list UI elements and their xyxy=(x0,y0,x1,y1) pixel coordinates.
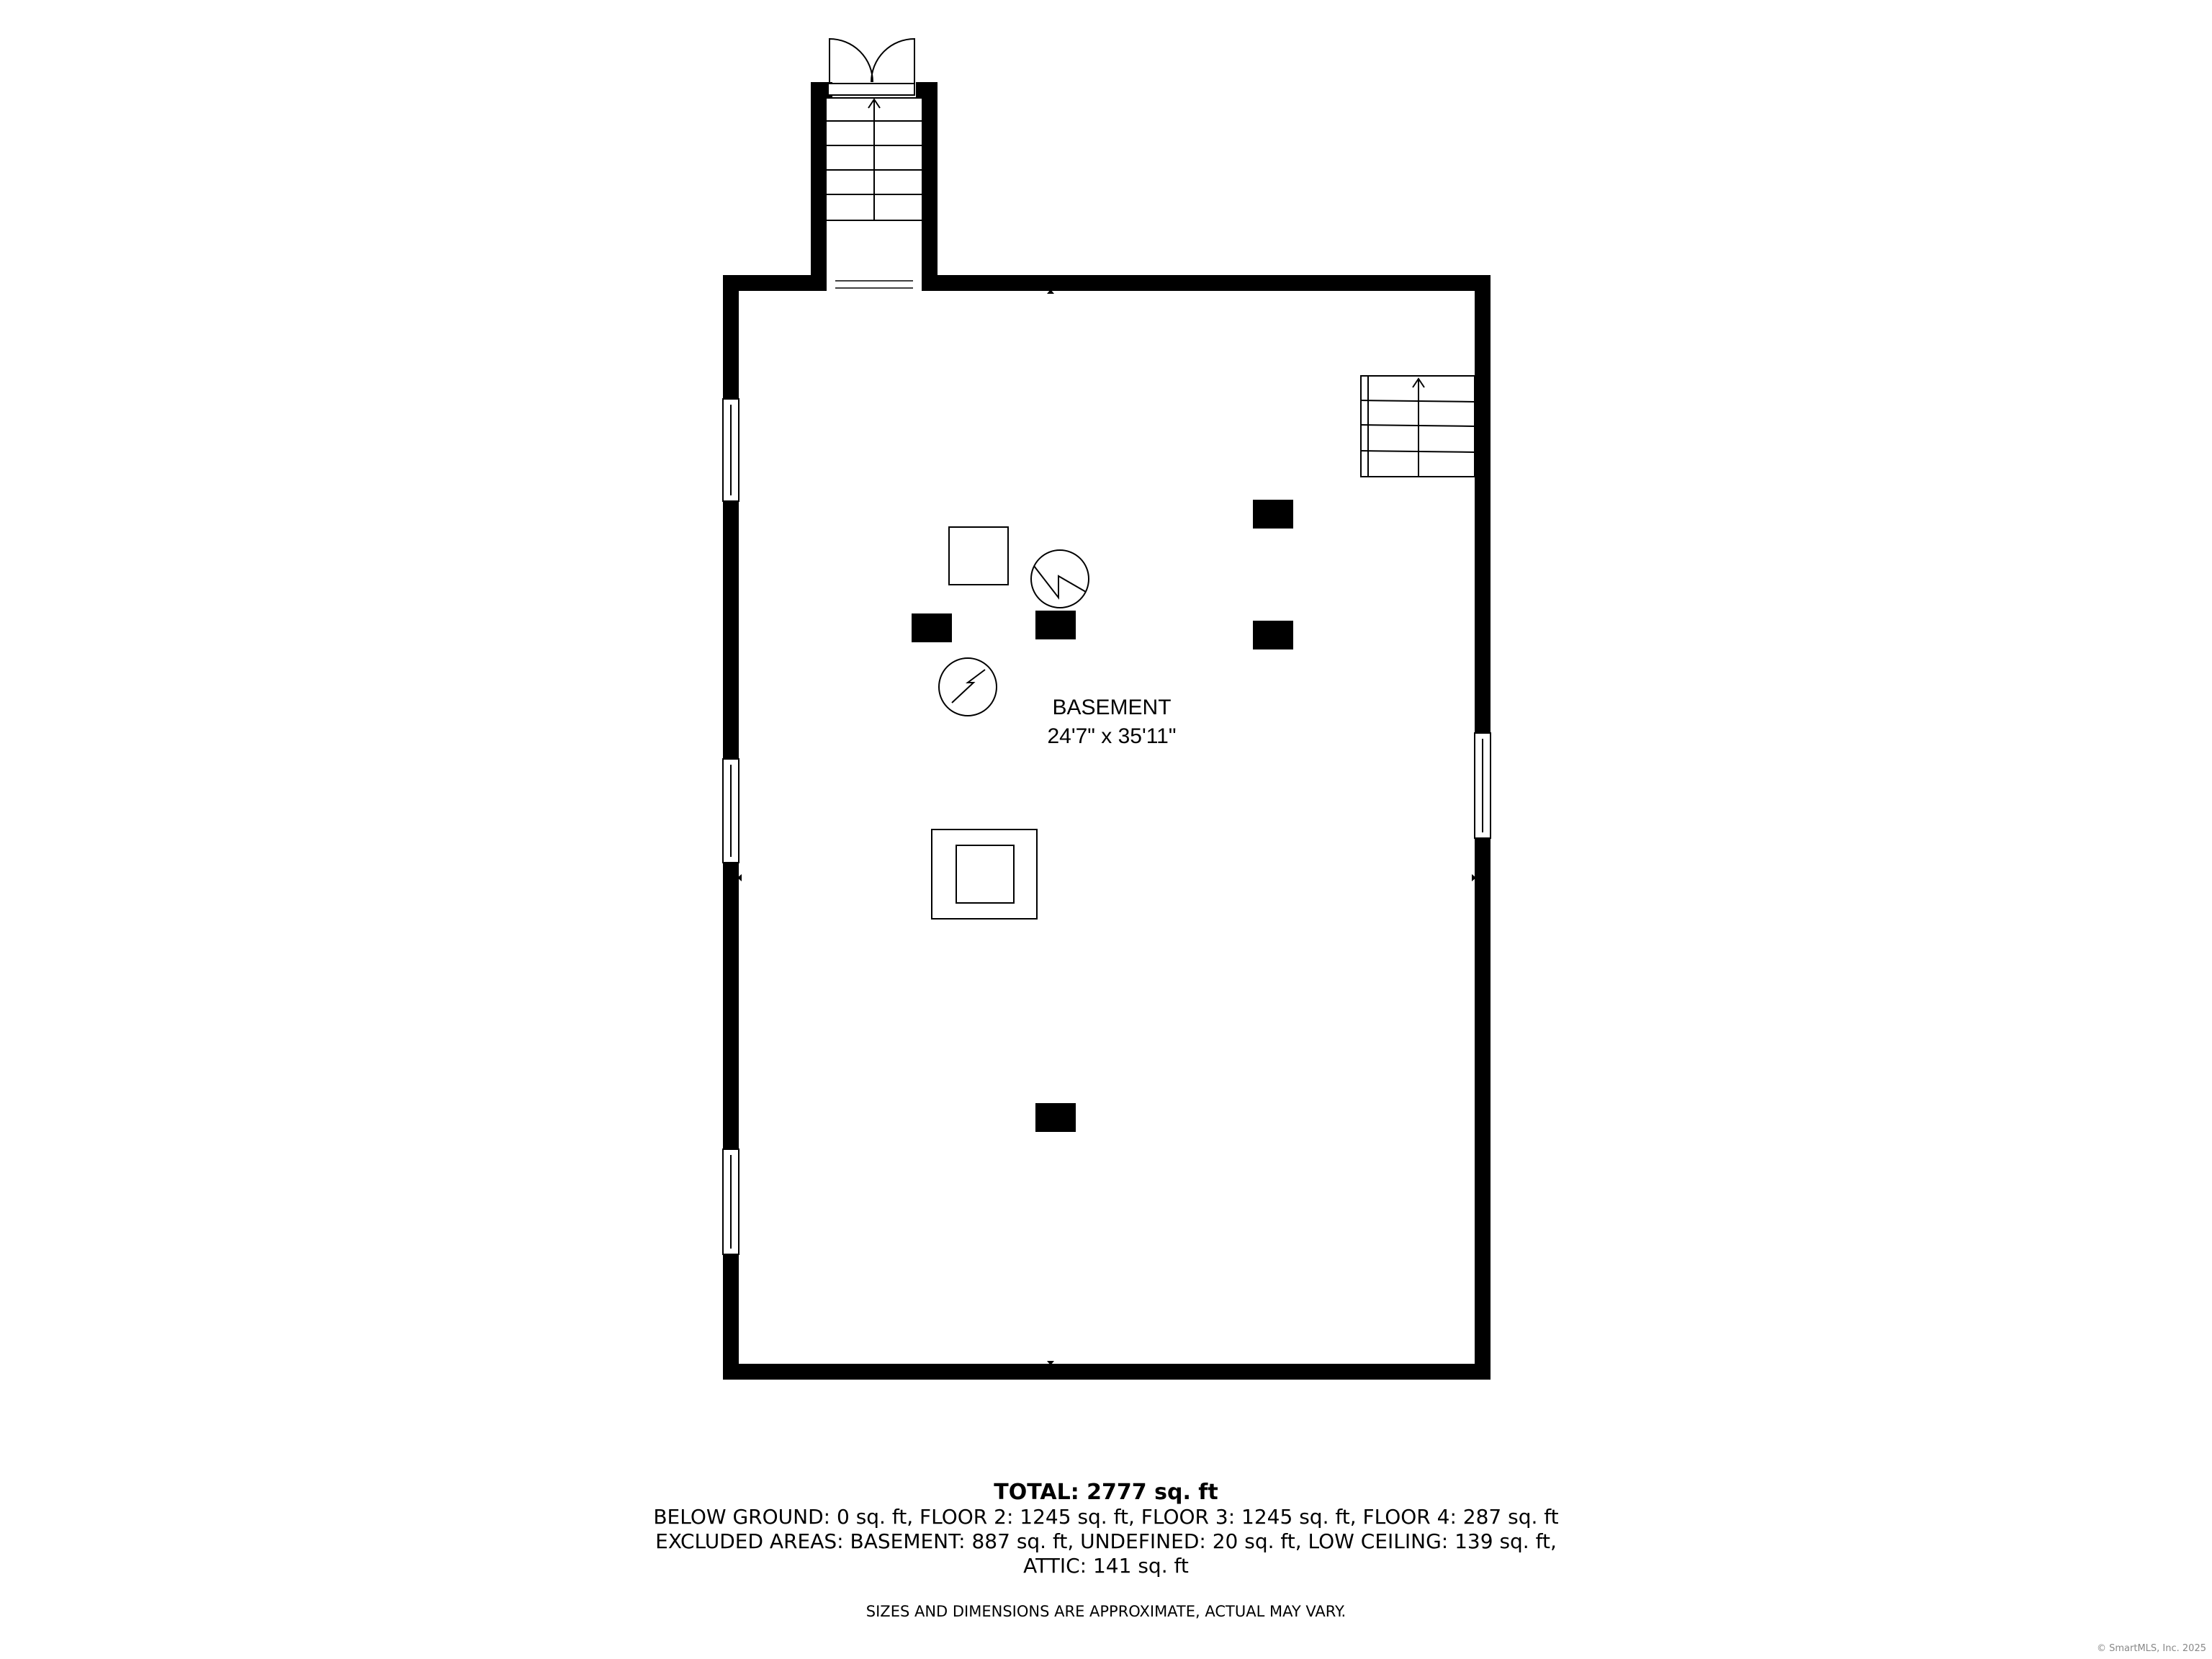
column-4 xyxy=(1035,611,1076,639)
excluded-areas: EXCLUDED AREAS: BASEMENT: 887 sq. ft, UN… xyxy=(655,1529,1557,1553)
wall-top-right xyxy=(916,275,1491,291)
column-3 xyxy=(912,613,952,642)
bulkhead-wall-right xyxy=(922,82,938,291)
bulkhead-walls xyxy=(811,82,938,291)
wall-markers xyxy=(737,289,1476,1365)
floor-areas: BELOW GROUND: 0 sq. ft, FLOOR 2: 1245 sq… xyxy=(653,1505,1559,1529)
area-summary: TOTAL: 2777 sq. ft BELOW GROUND: 0 sq. f… xyxy=(0,1480,2212,1578)
column-5 xyxy=(1035,1103,1076,1132)
bulkhead-wall-left xyxy=(811,82,827,291)
water-heater-icon xyxy=(1030,549,1089,608)
room-dimensions: 24'7" x 35'11" xyxy=(1048,724,1177,748)
room-name: BASEMENT xyxy=(1052,696,1171,719)
copyright: © SmartMLS, Inc. 2025 xyxy=(2096,1643,2206,1654)
support-columns xyxy=(912,500,1293,1132)
bulkhead-opening xyxy=(827,275,922,291)
bulkhead-double-door xyxy=(827,37,915,96)
attic-area: ATTIC: 141 sq. ft xyxy=(1023,1554,1189,1578)
windows xyxy=(722,398,1491,1255)
wall-bottom xyxy=(723,1364,1491,1380)
column-2 xyxy=(1253,621,1293,649)
utility-box-icon xyxy=(948,526,1009,585)
wall-top-left xyxy=(723,275,832,291)
door-threshold xyxy=(827,83,915,96)
bulkhead-stairs xyxy=(827,97,922,221)
furnace-icon xyxy=(938,657,997,716)
bulkhead-wall-top-right xyxy=(916,82,938,98)
chimney-icon xyxy=(931,829,1038,920)
total-area: TOTAL: 2777 sq. ft xyxy=(994,1480,1218,1505)
interior-stairs xyxy=(1360,375,1475,477)
disclaimer: SIZES AND DIMENSIONS ARE APPROXIMATE, AC… xyxy=(866,1603,1346,1620)
column-1 xyxy=(1253,500,1293,529)
bulkhead-wall-top-left xyxy=(811,82,832,98)
